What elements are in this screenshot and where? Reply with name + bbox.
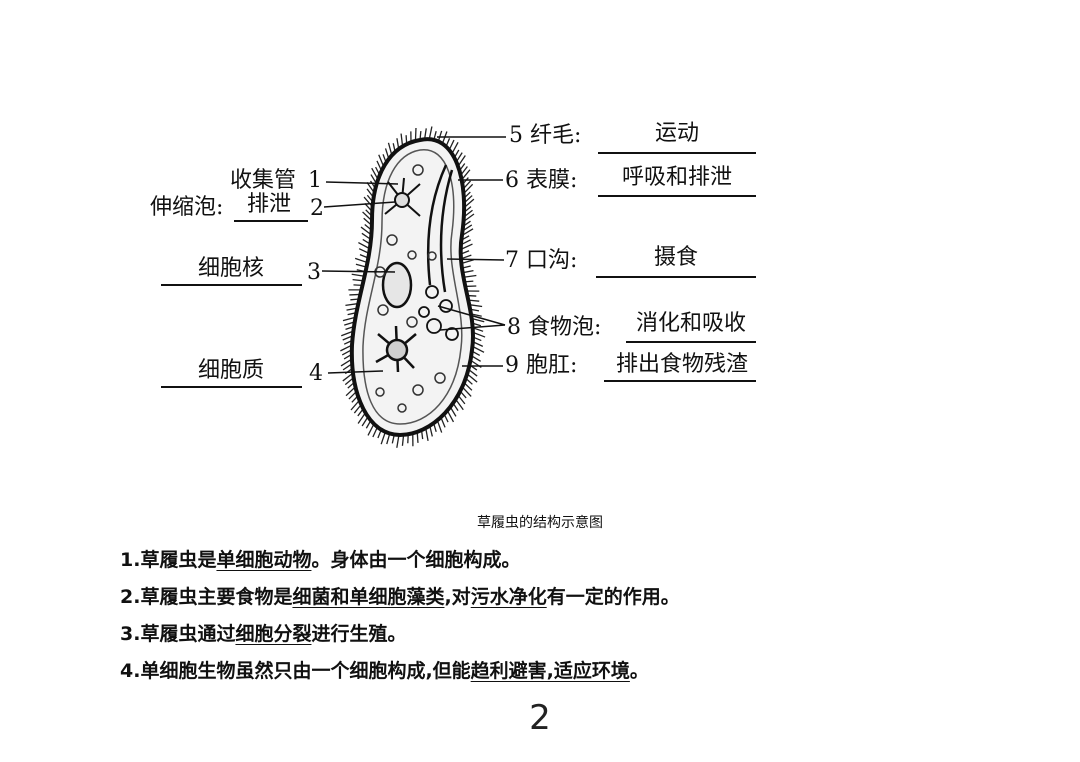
answer-underline — [161, 284, 302, 286]
label-anal-pore: 9 胞肛: — [505, 353, 578, 378]
note-keyword: 细菌和单细胞藻类 — [292, 586, 445, 608]
page-number: 2 — [529, 698, 551, 738]
label-cytoplasm: 细胞质 — [197, 358, 264, 383]
note-1: 1.草履虫是单细胞动物。身体由一个细胞构成。 — [120, 549, 521, 571]
cilium — [342, 316, 356, 322]
pellicle-inner-line — [362, 149, 463, 425]
label-number-2: 2 — [310, 196, 324, 221]
food-vacuoles — [418, 285, 459, 341]
cilium — [414, 127, 417, 142]
cilium — [425, 427, 429, 442]
cilium — [463, 274, 477, 278]
notes-list: 1.草履虫是单细胞动物。身体由一个细胞构成。 2.草履虫主要食物是细菌和单细胞藻… — [120, 542, 1020, 690]
answer-cilia: 运动 — [654, 121, 699, 146]
cilium — [351, 273, 365, 277]
label-collecting-duct: 收集管 — [230, 168, 297, 193]
macronucleus — [381, 261, 413, 309]
answer-contractile-vacuole: 排泄 — [246, 192, 291, 217]
label-oral-groove: 7 口沟: — [505, 248, 578, 273]
answer-food-vacuole: 消化和吸收 — [635, 311, 746, 336]
answer-underline — [598, 195, 756, 197]
cilium — [472, 331, 486, 338]
cilium — [436, 420, 443, 433]
leader-lines — [321, 136, 506, 374]
oral-groove — [426, 164, 454, 293]
note-3: 3.草履虫通过细胞分裂进行生殖。 — [120, 623, 407, 645]
label-contractile-vacuole: 伸缩泡: — [150, 195, 224, 220]
answer-underline — [234, 220, 308, 222]
label-membrane: 6 表膜: — [505, 168, 578, 193]
note-keyword: 细胞分裂 — [235, 623, 312, 645]
diagram-caption: 草履虫的结构示意图 — [477, 515, 603, 531]
answer-underline — [604, 380, 756, 382]
cilium — [396, 434, 400, 448]
cilium — [446, 410, 455, 423]
cilium — [354, 257, 368, 264]
note-2: 2.草履虫主要食物是细菌和单细胞藻类,对污水净化有一定的作用。 — [120, 586, 680, 608]
label-number-1: 1 — [308, 168, 322, 193]
upper-contractile-vacuole — [384, 177, 421, 217]
label-cilia: 5 纤毛: — [509, 123, 582, 148]
cilium — [471, 317, 485, 323]
cilium — [461, 259, 475, 265]
label-food-vacuole: 8 食物泡: — [507, 315, 602, 340]
cilium — [358, 242, 371, 250]
label-number-4: 4 — [309, 361, 323, 386]
cilium — [345, 302, 359, 306]
answer-underline — [626, 341, 756, 343]
answer-underline — [596, 276, 756, 278]
cilium — [428, 126, 433, 140]
answer-underline — [598, 152, 756, 154]
label-nucleus: 细胞核 — [197, 256, 264, 281]
answer-oral-groove: 摄食 — [653, 245, 698, 270]
note-keyword: 趋利避害,适应环境 — [470, 660, 630, 682]
answer-underline — [161, 386, 302, 388]
note-keyword: 污水净化 — [470, 586, 547, 608]
cilium — [341, 330, 354, 337]
cilium — [472, 345, 485, 353]
cilium — [469, 304, 483, 308]
note-keyword: 单细胞动物 — [216, 549, 312, 571]
answer-anal-pore: 排出食物残渣 — [615, 352, 748, 377]
lower-contractile-vacuole — [375, 325, 417, 373]
cilium — [380, 431, 386, 445]
label-number-3: 3 — [307, 260, 321, 285]
note-4: 4.单细胞生物虽然只由一个细胞构成,但能趋利避害,适应环境。 — [120, 660, 649, 682]
answer-membrane: 呼吸和排泄 — [621, 165, 732, 190]
paramecium-diagram — [321, 126, 506, 448]
